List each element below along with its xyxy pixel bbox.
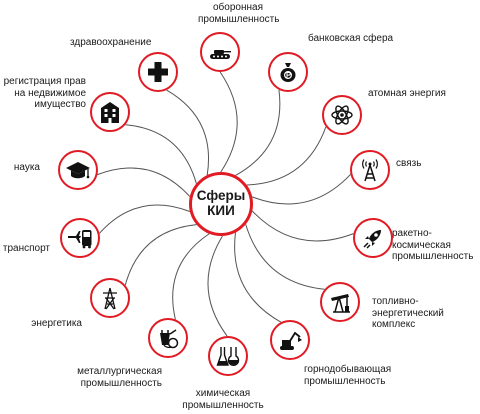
power-pylon-icon — [103, 287, 117, 310]
medical-cross-icon — [148, 62, 168, 82]
node-metallurgy — [148, 318, 188, 358]
spoke-5 — [245, 224, 325, 290]
rocket-icon — [363, 230, 381, 249]
spoke-3 — [252, 174, 351, 205]
atom-icon — [331, 105, 353, 125]
label-fuel: топливно- энергетический комплекс — [372, 296, 444, 330]
node-transport — [60, 218, 100, 258]
building-icon — [101, 102, 119, 123]
node-rocket — [353, 218, 393, 258]
node-healthcare — [138, 52, 178, 92]
label-transport: транспорт — [2, 243, 50, 254]
oil-pump-icon — [331, 294, 350, 313]
label-science: наука — [13, 162, 40, 173]
spoke-12 — [125, 124, 197, 184]
label-healthcare: здравоохранение — [70, 37, 152, 48]
spoke-10 — [99, 204, 191, 234]
node-telecom — [350, 150, 390, 190]
node-nuclear — [322, 95, 362, 135]
graduation-cap-icon — [66, 162, 90, 179]
label-banking: банковская сфера — [308, 33, 394, 44]
spoke-8 — [172, 233, 210, 320]
radio-tower-icon — [362, 159, 378, 182]
spoke-2 — [246, 126, 327, 186]
label-telecom: связь — [396, 158, 422, 169]
flask-icon — [216, 347, 240, 366]
spoke-0 — [219, 71, 238, 173]
node-fuel — [320, 282, 360, 322]
tank-icon — [210, 50, 231, 59]
hub-circle: Сферы КИИ — [189, 172, 253, 236]
node-banking — [268, 52, 308, 92]
spoke-9 — [124, 224, 197, 286]
label-chemical: химическая промышленность — [182, 388, 264, 411]
label-metallurgy: металлургическая промышленность — [77, 366, 162, 389]
plane-bus-icon — [68, 230, 92, 249]
excavator-icon — [280, 331, 302, 350]
ladle-icon — [160, 329, 179, 349]
spoke-4 — [251, 210, 354, 242]
spoke-7 — [207, 235, 228, 337]
node-registry — [90, 92, 130, 132]
money-bag-icon — [280, 63, 296, 82]
label-rocket: ракетно- космическая промышленность — [392, 228, 474, 262]
label-energy: энергетика — [31, 318, 82, 329]
label-defense: оборонная промышленность — [198, 2, 280, 25]
label-nuclear: атомная энергия — [368, 88, 446, 99]
label-registry: регистрация прав на недвижимое имущество — [3, 76, 86, 110]
node-science — [58, 150, 98, 190]
node-energy — [90, 278, 130, 318]
spoke-13 — [166, 89, 209, 176]
hub-label: Сферы КИИ — [196, 188, 246, 218]
node-mining — [270, 320, 310, 360]
label-mining: горнодобывающая промышленность — [304, 364, 392, 387]
spoke-6 — [234, 232, 282, 323]
node-chemical — [208, 336, 248, 376]
spoke-11 — [97, 167, 191, 197]
spoke-1 — [235, 89, 281, 176]
node-defense — [200, 32, 240, 72]
